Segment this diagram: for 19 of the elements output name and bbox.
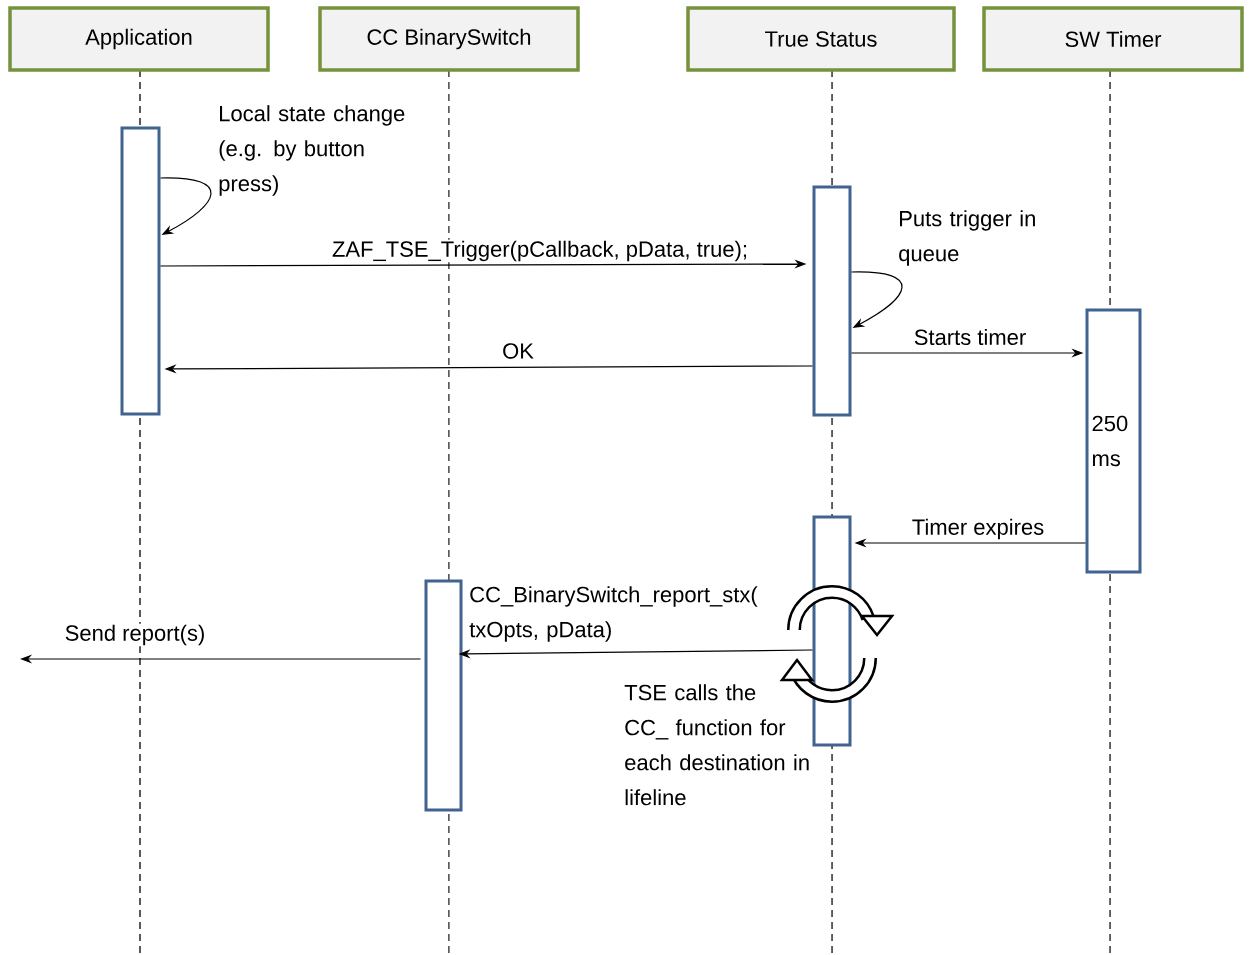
edge-label: Local state change (e.g. by button press)	[219, 105, 405, 196]
activation-box	[120, 126, 161, 416]
note-text: TSE calls the CC_ function for each destination in lifeline	[624, 684, 809, 806]
arrow	[159, 177, 212, 235]
activation-box: 250 ms	[1085, 308, 1142, 574]
lifeline-header: CC BinarySwitch	[318, 6, 580, 72]
edge-label: Timer expires	[910, 517, 1046, 541]
edge-label: OK	[501, 342, 535, 360]
lifeline-header: True Status	[686, 6, 956, 72]
edge-label: Puts trigger in queue	[899, 210, 1035, 266]
activation-box	[424, 579, 463, 812]
edge-label: Starts timer	[912, 327, 1028, 347]
lifeline-header: SW Timer	[982, 6, 1244, 72]
lifeline-header: Application	[8, 6, 270, 72]
arrow	[850, 271, 903, 328]
activation-box	[812, 185, 852, 417]
edge-label: ZAF_TSE_Trigger(pCallback, pData, true);	[330, 239, 750, 263]
edge-label: CC_BinarySwitch_report_stx( txOpts, pData)	[469, 586, 758, 642]
edge-label: Send report(s)	[63, 623, 207, 647]
